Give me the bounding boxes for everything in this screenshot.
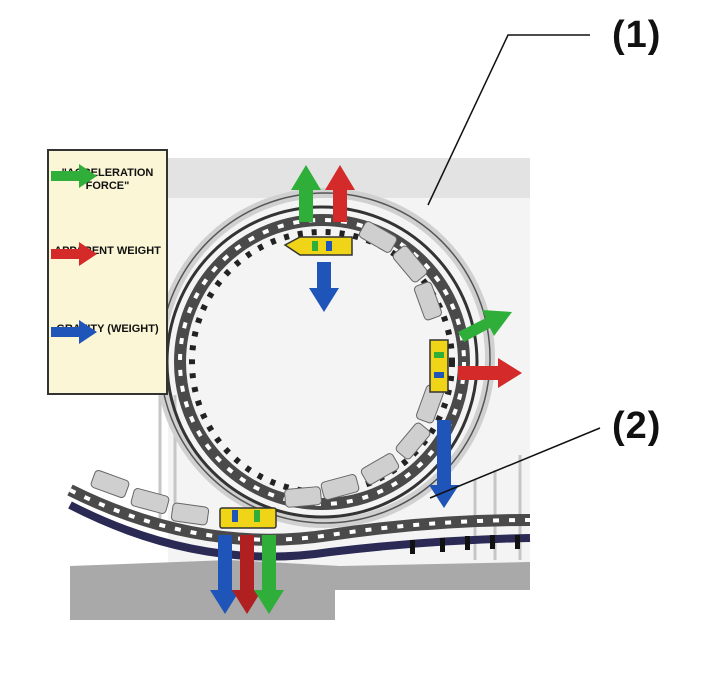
- right-car-force-arrows: [429, 310, 522, 508]
- top-car-force-arrows: [291, 165, 355, 312]
- green-arrow-icon: [51, 164, 97, 188]
- right-apparent-weight-arrow: [458, 358, 522, 388]
- bottom-track-ties: [69, 488, 531, 542]
- legend-item-gravity: GRAVITY (WEIGHT): [49, 319, 166, 344]
- callout-2-label: (2): [612, 405, 662, 447]
- legend-box: "ACCELERATION FORCE" APPARENT WEIGHT GRA…: [47, 149, 168, 395]
- car-bottom: [219, 507, 277, 529]
- top-acceleration-arrow: [291, 165, 321, 222]
- callout-1-leader: [427, 34, 590, 206]
- bottom-apparent-weight-arrow: [232, 535, 262, 614]
- loop-inner-ties: [189, 229, 455, 495]
- car-top: [283, 236, 353, 256]
- bottom-car-force-arrows: [210, 535, 284, 614]
- bottom-track-supports: [410, 535, 520, 554]
- callout-2-leader: [429, 427, 601, 499]
- top-apparent-weight-arrow: [325, 165, 355, 222]
- bottom-gravity-arrow: [210, 535, 240, 614]
- trailing-cars: [90, 221, 444, 526]
- top-gravity-arrow: [309, 262, 339, 312]
- right-gravity-arrow: [429, 420, 459, 508]
- ground: [70, 560, 530, 620]
- legend-item-apparent-weight: APPARENT WEIGHT: [49, 241, 166, 266]
- red-arrow-icon: [51, 242, 97, 266]
- bottom-rail-dark: [68, 501, 531, 561]
- blue-arrow-icon: [51, 320, 97, 344]
- car-right: [429, 339, 449, 393]
- callout-1-label: (1): [612, 14, 662, 56]
- right-acceleration-arrow: [458, 310, 512, 342]
- legend-item-acceleration: "ACCELERATION FORCE": [49, 163, 166, 193]
- loop-track-ties: [178, 218, 466, 506]
- bottom-acceleration-arrow: [254, 535, 284, 614]
